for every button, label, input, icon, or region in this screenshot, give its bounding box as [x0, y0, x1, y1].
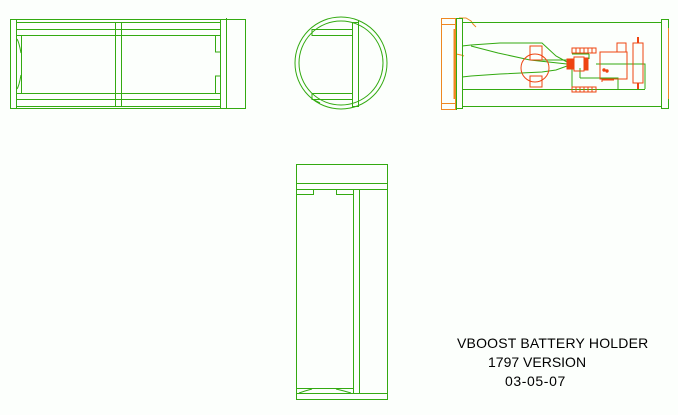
- top-view: [296, 164, 388, 400]
- drawing-version: 1797 VERSION: [488, 354, 587, 370]
- assembly-view: [441, 17, 669, 110]
- drawing-title: VBOOST BATTERY HOLDER: [457, 335, 649, 351]
- drawing-date: 03-05-07: [505, 373, 566, 389]
- side-view: [10, 18, 246, 109]
- end-view: [294, 16, 388, 110]
